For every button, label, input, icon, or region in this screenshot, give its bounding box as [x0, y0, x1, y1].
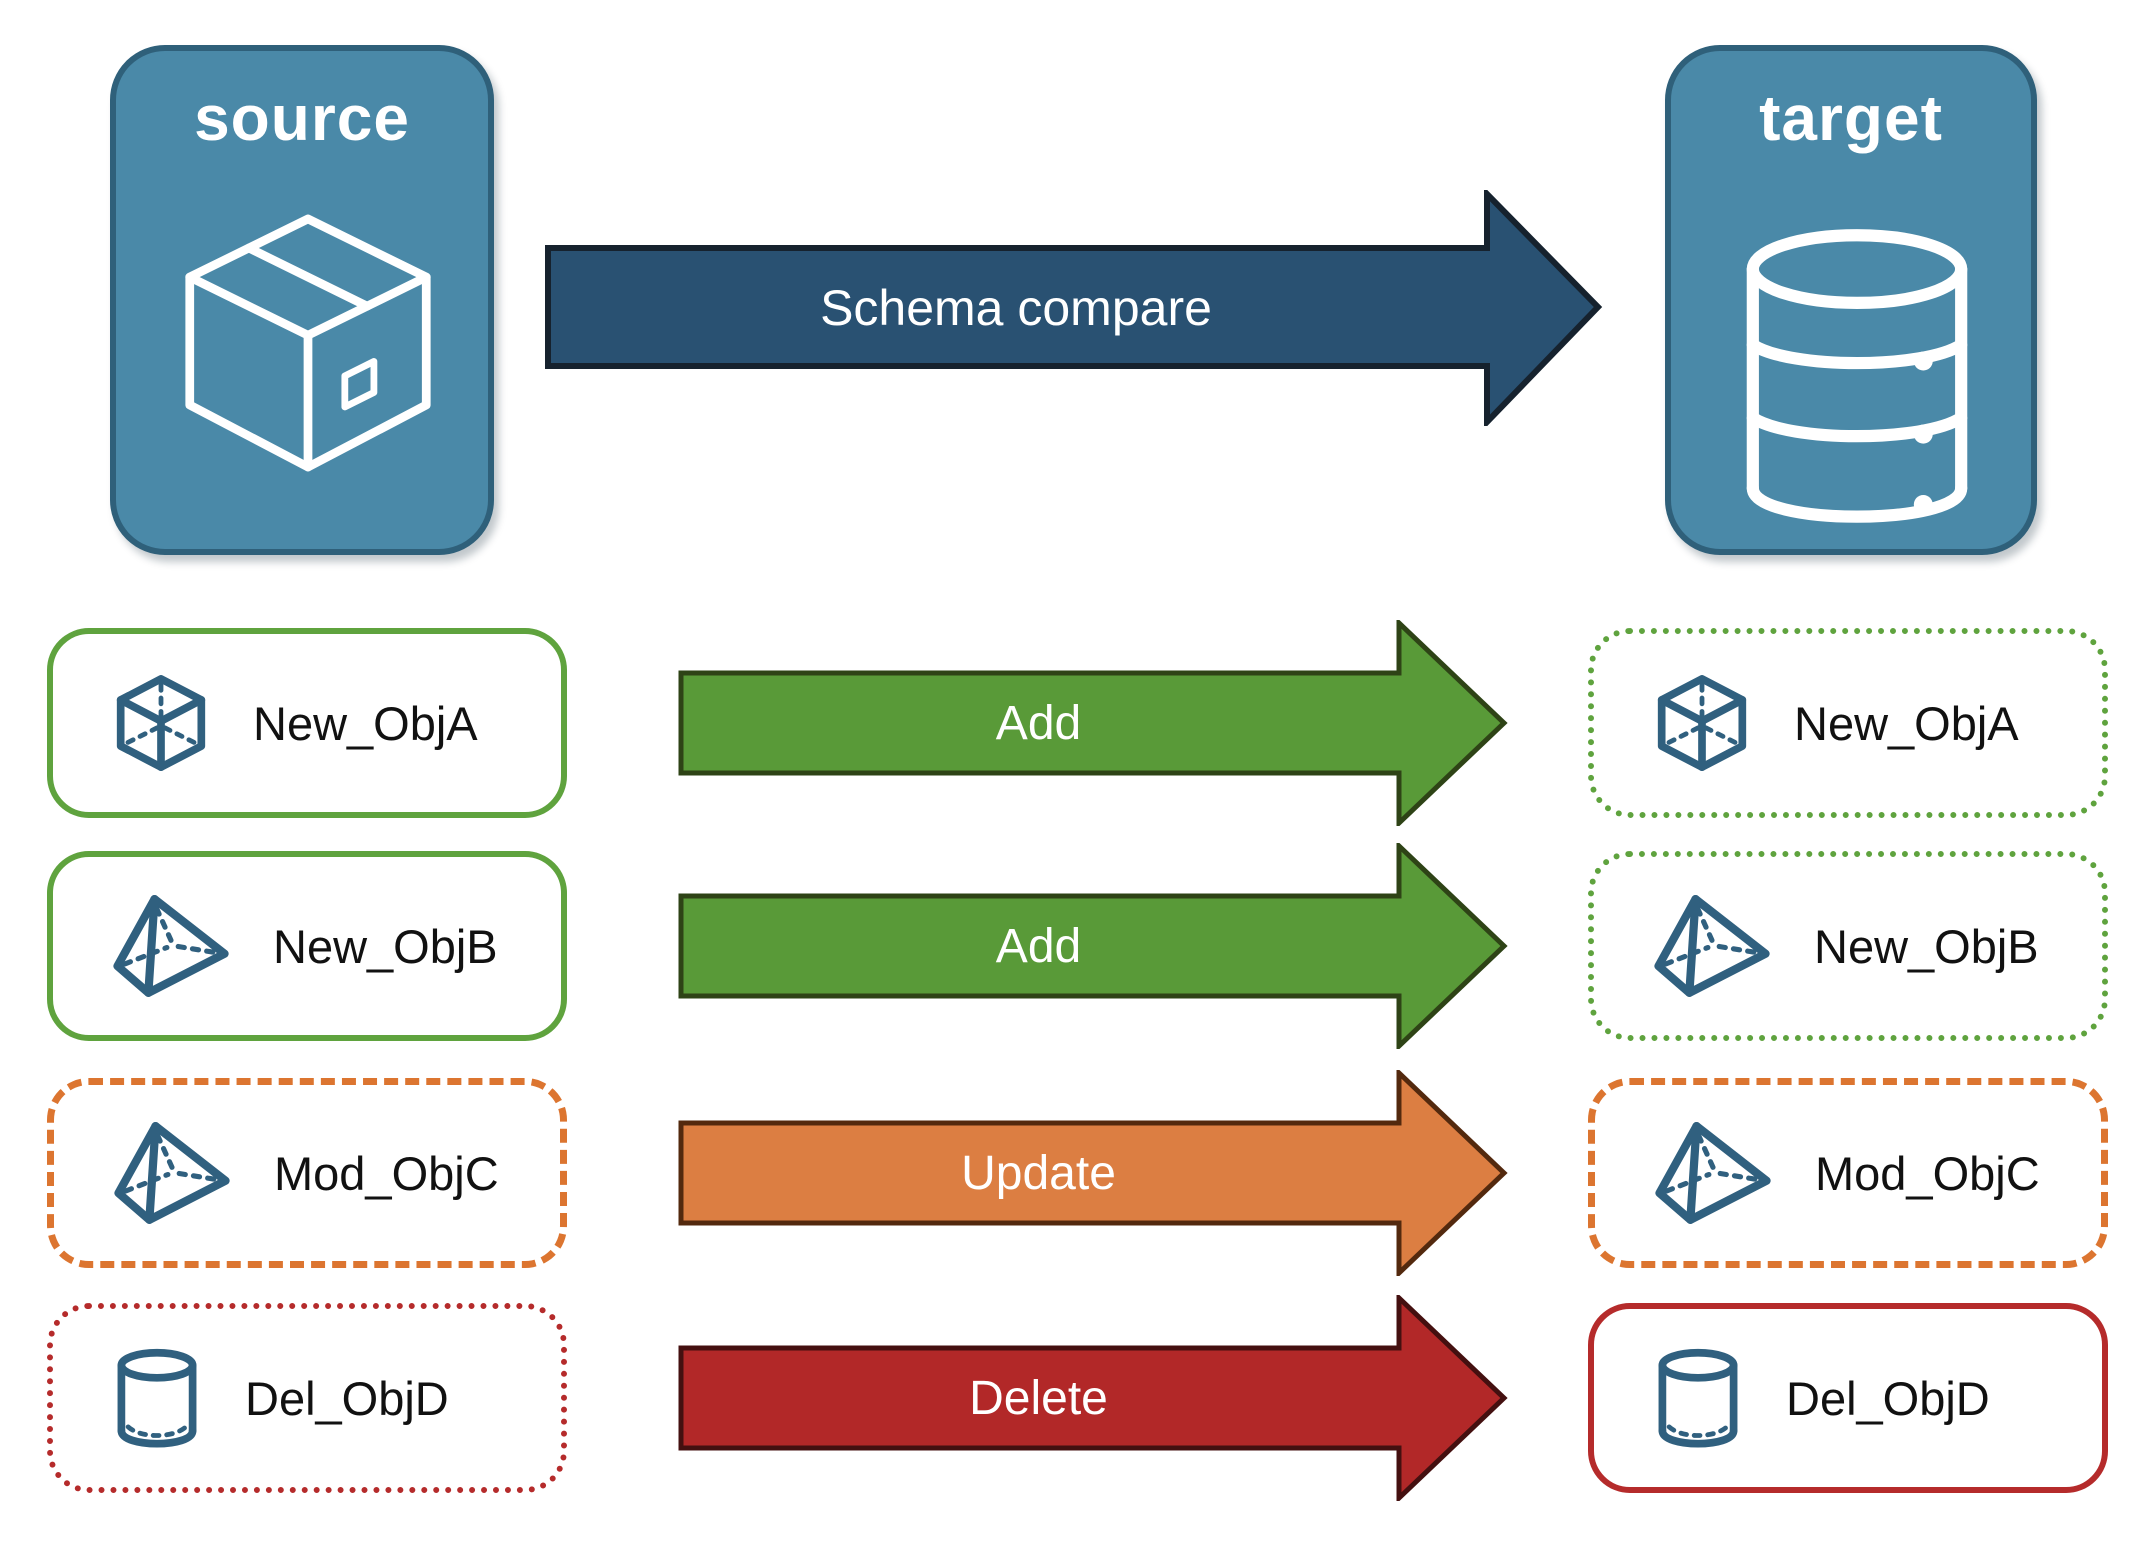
add-arrow-shape [678, 843, 1508, 1049]
schema-compare-arrow: Schema compare [545, 190, 1603, 426]
cube-icon [1657, 675, 1747, 772]
object-label: Del_ObjD [245, 1371, 449, 1425]
database-icon [1746, 229, 1968, 523]
source-title: source [194, 82, 410, 154]
object-label: Mod_ObjC [274, 1146, 499, 1200]
object-label: New_ObjB [1814, 919, 2039, 973]
action-arrow-delete: Delete [678, 1295, 1508, 1501]
add-arrow-shape [678, 620, 1508, 826]
pyramid-icon [1655, 1121, 1771, 1224]
package-icon [185, 214, 431, 472]
action-label: Add [995, 696, 1082, 750]
schema-compare-arrow-shape [545, 190, 1603, 426]
pyramid-icon [113, 894, 229, 997]
pyramid-icon [1654, 894, 1770, 997]
pyramid-icon [114, 1121, 230, 1224]
target-object-card: Del_ObjD [1588, 1303, 2108, 1493]
target-object-card: New_ObjA [1588, 628, 2108, 818]
action-label: Delete [969, 1371, 1108, 1425]
action-label: Add [995, 919, 1082, 973]
action-arrow-add: Add [678, 843, 1508, 1049]
schema-compare-label: Schema compare [820, 280, 1212, 336]
delete-arrow-shape [678, 1295, 1508, 1501]
update-arrow-shape [678, 1070, 1508, 1276]
action-arrow-add: Add [678, 620, 1508, 826]
object-label: Del_ObjD [1786, 1371, 1990, 1425]
cylinder-icon [117, 1348, 197, 1448]
source-object-card: Mod_ObjC [47, 1078, 567, 1268]
object-label: New_ObjA [1794, 696, 2019, 750]
target-node: target [1665, 45, 2037, 555]
cylinder-icon [1658, 1348, 1738, 1448]
target-object-card: Mod_ObjC [1588, 1078, 2108, 1268]
cube-icon [116, 675, 206, 772]
object-label: Mod_ObjC [1815, 1146, 2040, 1200]
source-node: source [110, 45, 494, 555]
target-object-card: New_ObjB [1588, 851, 2108, 1041]
target-title: target [1759, 82, 1943, 154]
action-label: Update [961, 1146, 1116, 1200]
action-arrow-update: Update [678, 1070, 1508, 1276]
source-object-card: New_ObjA [47, 628, 567, 818]
object-label: New_ObjA [253, 696, 478, 750]
source-object-card: Del_ObjD [47, 1303, 567, 1493]
object-label: New_ObjB [273, 919, 498, 973]
source-object-card: New_ObjB [47, 851, 567, 1041]
